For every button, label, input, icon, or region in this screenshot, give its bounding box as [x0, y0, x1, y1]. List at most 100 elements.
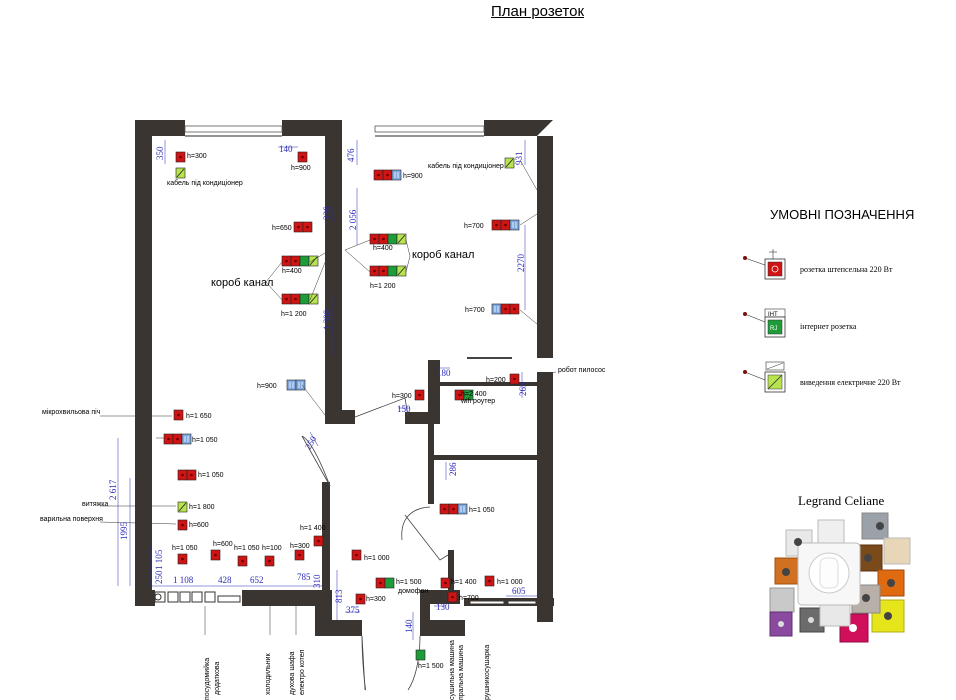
svg-text:h=1 400: h=1 400 — [300, 525, 326, 532]
svg-text:h=1 000: h=1 000 — [364, 555, 390, 562]
brand-name: Legrand Celiane — [798, 493, 885, 508]
svg-text:605: 605 — [512, 586, 526, 596]
svg-text:робот пилосос: робот пилосос — [558, 366, 606, 374]
svg-text:375: 375 — [346, 605, 360, 615]
svg-text:h=400: h=400 — [282, 268, 302, 275]
svg-text:140: 140 — [279, 144, 293, 154]
svg-text:h=2 400: h=2 400 — [461, 391, 487, 398]
svg-text:h=1 500: h=1 500 — [418, 663, 444, 670]
sink-icon — [154, 593, 162, 601]
svg-text:250: 250 — [303, 434, 319, 451]
svg-text:2 056: 2 056 — [348, 209, 358, 230]
svg-text:мікрохвильова піч: мікрохвильова піч — [42, 408, 101, 416]
svg-text:350: 350 — [155, 146, 165, 160]
walls — [135, 120, 554, 636]
svg-text:h=300: h=300 — [392, 393, 412, 400]
svg-text:h=1 050: h=1 050 — [198, 472, 224, 479]
svg-text:140: 140 — [404, 619, 414, 633]
svg-text:265: 265 — [518, 382, 528, 396]
svg-text:h=1 000: h=1 000 — [497, 579, 523, 586]
svg-text:2 617: 2 617 — [108, 479, 118, 500]
svg-text:250: 250 — [154, 570, 164, 584]
svg-text:додаткова: додаткова — [214, 661, 221, 695]
svg-text:h=1 500: h=1 500 — [396, 579, 422, 586]
svg-text:домофон: домофон — [398, 588, 428, 595]
svg-text:180: 180 — [437, 368, 451, 378]
legend-title: УМОВНІ ПОЗНАЧЕННЯ — [770, 207, 915, 222]
svg-text:h=1 650: h=1 650 — [186, 413, 212, 420]
svg-text:h=650: h=650 — [272, 225, 292, 232]
svg-text:785: 785 — [297, 572, 311, 582]
svg-text:h=1 050: h=1 050 — [172, 545, 198, 552]
svg-text:сушильна машина: сушильна машина — [449, 640, 456, 700]
svg-text:652: 652 — [250, 575, 264, 585]
svg-text:h=300: h=300 — [366, 596, 386, 603]
svg-text:h=900: h=900 — [257, 383, 277, 390]
svg-text:h=1 050: h=1 050 — [469, 507, 495, 514]
svg-text:1 300: 1 300 — [322, 309, 332, 330]
svg-text:1 108: 1 108 — [173, 575, 194, 585]
svg-text:h=700: h=700 — [465, 307, 485, 314]
svg-text:h=300: h=300 — [290, 543, 310, 550]
legrand-collage — [769, 512, 911, 643]
svg-text:150: 150 — [397, 404, 411, 414]
svg-text:h=700: h=700 — [464, 223, 484, 230]
svg-text:428: 428 — [218, 575, 232, 585]
svg-text:130: 130 — [436, 602, 450, 612]
svg-text:2270: 2270 — [516, 254, 526, 273]
plan-labels: короб канал короб канал кабель під конди… — [40, 162, 606, 595]
svg-text:h=1 200: h=1 200 — [281, 311, 307, 318]
svg-text:h=1 200: h=1 200 — [370, 283, 396, 290]
svg-text:електро котел: електро котел — [299, 650, 306, 695]
svg-text:wifi роутер: wifi роутер — [460, 398, 495, 405]
svg-text:варильна поверхня: варильна поверхня — [40, 516, 103, 523]
svg-text:короб канал: короб канал — [412, 249, 474, 261]
svg-text:рушникосушарка: рушникосушарка — [484, 645, 491, 700]
doors — [301, 357, 512, 691]
legend-label-electrical: виведення електричне 220 Вт — [800, 378, 901, 387]
svg-text:холодильник: холодильник — [265, 652, 272, 695]
legend-internet-icon: ІНТ RJ — [743, 308, 786, 338]
svg-text:476: 476 — [346, 148, 356, 162]
svg-text:h=700: h=700 — [459, 595, 479, 602]
svg-text:h=1 050: h=1 050 — [192, 437, 218, 444]
svg-text:h=600: h=600 — [213, 541, 233, 548]
legend-electrical-icon — [743, 361, 786, 393]
appliance-labels: посудомийка додаткова холодильник духова… — [203, 606, 491, 700]
svg-text:h=1 400: h=1 400 — [451, 579, 477, 586]
svg-text:h=600: h=600 — [189, 522, 209, 529]
svg-text:кабель під кондиціонер: кабель під кондиціонер — [428, 162, 504, 170]
legend-label-power: розетка штепсельна 220 Вт — [800, 265, 893, 274]
svg-text:h=400: h=400 — [373, 245, 393, 252]
svg-text:h=900: h=900 — [291, 165, 311, 172]
appliance-blocks — [154, 591, 537, 605]
svg-text:кабель під кондиціонер: кабель під кондиціонер — [167, 179, 243, 187]
svg-text:духова шафа: духова шафа — [289, 651, 296, 695]
svg-text:RJ: RJ — [770, 326, 777, 332]
legend-label-internet: інтернет розетка — [800, 322, 857, 331]
svg-text:h=300: h=300 — [187, 153, 207, 160]
svg-text:витяжка: витяжка — [82, 501, 109, 508]
height-labels: h=300 h=900 h=650 h=400 h=1 200 h=900 h=… — [172, 153, 523, 670]
svg-text:h=1 050: h=1 050 — [234, 545, 260, 552]
svg-text:813: 813 — [334, 589, 344, 603]
svg-text:1 105: 1 105 — [154, 549, 164, 570]
legend-power-icon — [743, 249, 786, 280]
dimension-values: 350 140 476 931 2 056 326 2270 1 300 180… — [108, 144, 528, 633]
windows — [184, 125, 485, 137]
svg-text:посудомийка: посудомийка — [203, 658, 211, 700]
svg-text:1995: 1995 — [119, 522, 129, 541]
leader-lines — [99, 159, 557, 525]
svg-text:931: 931 — [514, 152, 524, 166]
svg-text:пральна машина: пральна машина — [458, 645, 465, 700]
svg-text:286: 286 — [448, 462, 458, 476]
svg-text:326: 326 — [322, 206, 332, 220]
svg-text:h=200: h=200 — [486, 377, 506, 384]
plan-title: План розеток — [491, 3, 585, 20]
svg-text:310: 310 — [312, 574, 322, 588]
svg-text:ІНТ: ІНТ — [768, 312, 778, 318]
svg-text:h=1 800: h=1 800 — [189, 504, 215, 511]
svg-text:h=900: h=900 — [403, 173, 423, 180]
svg-text:короб канал: короб канал — [211, 277, 273, 289]
